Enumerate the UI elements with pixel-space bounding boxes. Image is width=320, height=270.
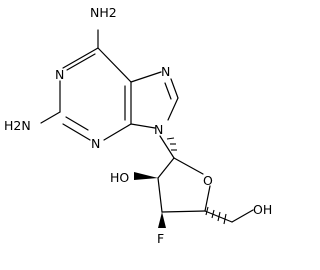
label-n7: N bbox=[161, 64, 170, 79]
bond-n9-c4 bbox=[130, 123, 156, 129]
stereo-bonds bbox=[134, 172, 166, 228]
label-n1: N bbox=[55, 67, 64, 82]
bond-c2-nh2 bbox=[40, 111, 61, 124]
bond-n7-c8-double bbox=[164, 82, 172, 100]
label-ho: HO bbox=[110, 170, 129, 185]
bond-c5prime-oh bbox=[231, 209, 254, 223]
hashed-bonds bbox=[166, 137, 227, 225]
label-n3: N bbox=[91, 136, 100, 151]
bond-c6-n1-double bbox=[66, 53, 96, 71]
wedge-c2prime-oh bbox=[134, 172, 158, 180]
label-oh: OH bbox=[253, 202, 272, 217]
bond-c2-n3 bbox=[62, 123, 91, 141]
bond-c2-n3-double bbox=[65, 116, 89, 131]
bond-c2prime-c1prime bbox=[157, 157, 175, 179]
bond-n9-c1prime bbox=[159, 135, 175, 159]
hash-c4prime bbox=[223, 213, 227, 225]
bond-n3-c4 bbox=[103, 123, 132, 141]
atom-labels: NH2 N N N N H2N HO O OH F bbox=[4, 5, 272, 246]
bonds bbox=[40, 29, 254, 223]
bond-n7-c8 bbox=[170, 78, 179, 99]
bond-c6-n1 bbox=[62, 47, 99, 69]
bond-c4prime-c3prime bbox=[161, 210, 206, 213]
hash-c4prime bbox=[211, 209, 215, 219]
bond-c5-c6 bbox=[97, 47, 132, 83]
wedge-c3prime-f bbox=[158, 212, 166, 228]
hash-c4prime bbox=[217, 211, 221, 222]
label-h2n-left: H2N bbox=[4, 118, 31, 133]
hash-c4prime bbox=[205, 206, 209, 216]
bond-c5-n7 bbox=[130, 71, 162, 83]
bond-o4prime-c4prime bbox=[204, 185, 211, 212]
hash-c1prime bbox=[166, 137, 175, 140]
molecule-structure-drawing: NH2 N N N N H2N HO O OH F bbox=[4, 5, 272, 246]
label-ring-o: O bbox=[203, 173, 213, 188]
bond-c3prime-c2prime bbox=[157, 177, 163, 213]
bond-c1prime-o4prime bbox=[173, 157, 204, 175]
bond-c8-n9 bbox=[167, 97, 179, 121]
label-f: F bbox=[157, 231, 164, 246]
label-n9: N bbox=[154, 122, 163, 137]
label-nh2-top: NH2 bbox=[90, 5, 117, 20]
